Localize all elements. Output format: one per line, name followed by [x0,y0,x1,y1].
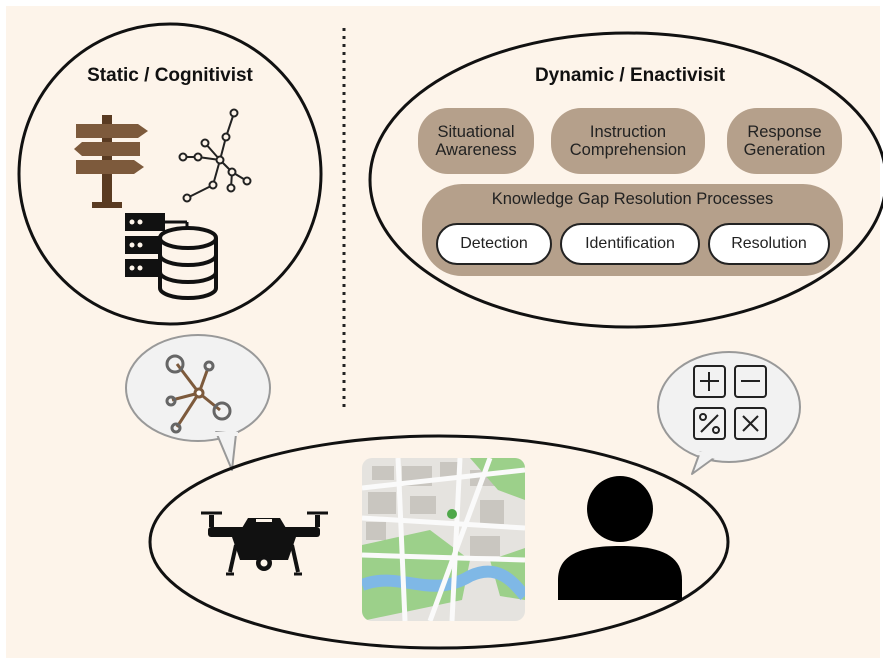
resolution-step: Resolution [708,223,830,265]
person-icon [558,476,682,600]
static-panel-circle [17,22,323,326]
drone-icon [201,511,328,576]
detection-label: Detection [460,235,528,252]
static-panel-title: Static / Cognitivist [87,65,253,86]
network-node-icon [165,354,232,434]
knowledge-gap-resolution-title: Knowledge Gap Resolution Processes [491,190,774,208]
dynamic-panel-ellipse [368,31,883,329]
dynamic-panel-title: Dynamic / Enactivisit [534,65,726,86]
city-map-icon [362,458,525,621]
identification-step: Identification [560,223,700,265]
knowledge-graph-icon [178,108,252,203]
response-generation-label: Response Generation [743,122,826,159]
response-generation-pill: Response Generation [727,108,842,174]
situational-awareness-label: Situational Awareness [435,122,517,159]
instruction-comprehension-pill: Instruction Comprehension [551,108,705,174]
instruction-comprehension-label: Instruction Comprehension [569,122,687,159]
database-icon [125,213,218,300]
calculator-icon [693,365,767,440]
situational-awareness-pill: Situational Awareness [418,108,534,174]
identification-label: Identification [585,235,675,252]
signpost-icon [74,115,148,208]
agents-ellipse [148,434,730,650]
resolution-label: Resolution [731,235,807,252]
detection-step: Detection [436,223,552,265]
